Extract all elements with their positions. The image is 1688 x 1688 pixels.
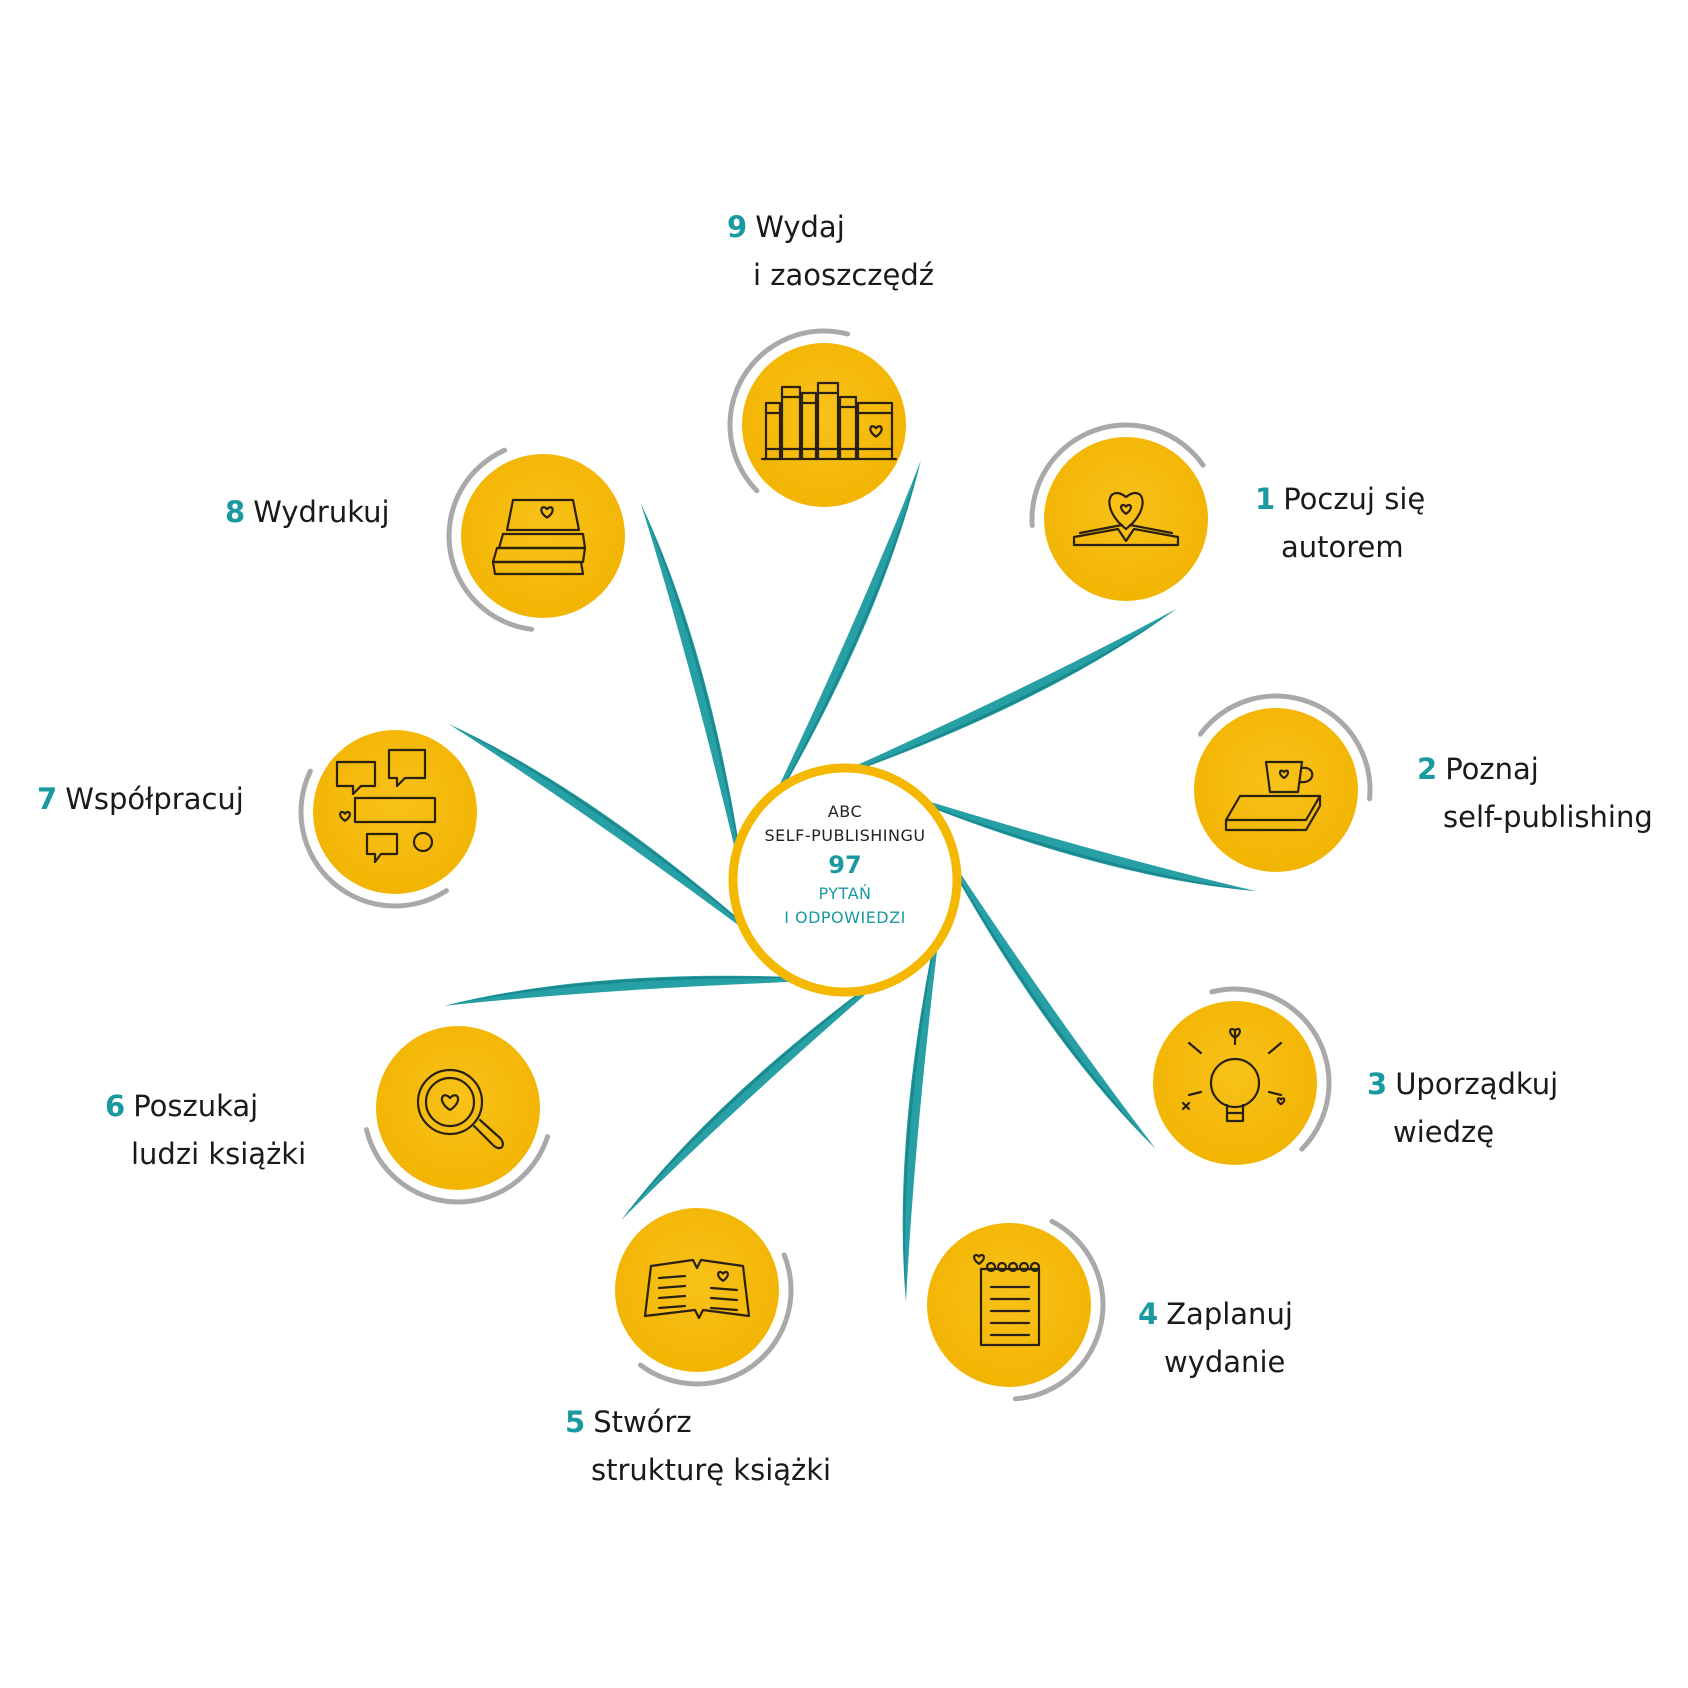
- node-yellow-disc: [615, 1208, 779, 1372]
- step-node-8: [446, 447, 629, 632]
- step-number: 7: [37, 782, 58, 816]
- center-title: ABC SELF-PUBLISHINGU 97 PYTAŃ I ODPOWIED…: [735, 800, 955, 930]
- book-stack-icon: [491, 498, 587, 576]
- spiral-arm-shade-8: [640, 503, 749, 905]
- step-title: Uporządkuj: [1395, 1067, 1559, 1101]
- step-title: Poznaj: [1445, 752, 1539, 786]
- step-node-9: [727, 328, 910, 511]
- node-yellow-disc: [461, 454, 625, 618]
- node-shadow-ring: [446, 447, 535, 632]
- step-subtitle: strukturę książki: [591, 1453, 832, 1487]
- step-subtitle: ludzi książki: [131, 1137, 307, 1171]
- open-book-heart-icon: [1072, 491, 1180, 547]
- node-shadow-ring: [637, 1252, 794, 1387]
- node-shadow-ring: [1197, 693, 1373, 802]
- node-shadow-ring: [1012, 1218, 1106, 1402]
- spiral-arm-shade-6: [444, 976, 852, 1006]
- lightbulb-icon: [1181, 1027, 1286, 1123]
- book-draft-icon: [643, 1258, 751, 1320]
- step-number: 8: [225, 495, 246, 529]
- node-shadow-ring: [1029, 422, 1206, 528]
- spiral-arms: [444, 460, 1257, 1302]
- step-number: 9: [727, 210, 748, 244]
- step-node-7: [298, 726, 481, 909]
- step-title: Zaplanuj: [1166, 1297, 1293, 1331]
- step-title: Współpracuj: [65, 782, 244, 816]
- node-shadow-ring: [364, 1127, 551, 1205]
- node-yellow-disc: [376, 1026, 540, 1190]
- step-title: Wydaj: [755, 210, 845, 244]
- step-node-5: [611, 1204, 794, 1387]
- node-yellow-disc: [1194, 708, 1358, 872]
- step-subtitle: i zaoszczędź: [753, 258, 934, 292]
- node-yellow-disc: [742, 343, 906, 507]
- node-yellow-disc: [927, 1223, 1091, 1387]
- step-number: 6: [105, 1089, 126, 1123]
- step-title: Poszukaj: [133, 1089, 259, 1123]
- step-number: 1: [1255, 482, 1276, 516]
- step-subtitle: self-publishing: [1443, 800, 1653, 834]
- node-yellow-disc: [1044, 437, 1208, 601]
- step-node-6: [364, 1022, 551, 1205]
- step-number: 5: [565, 1405, 586, 1439]
- step-number: 2: [1417, 752, 1438, 786]
- node-shadow-ring: [298, 768, 449, 909]
- step-number: 3: [1367, 1067, 1388, 1101]
- step-title: Wydrukuj: [253, 495, 390, 529]
- bookshelf-icon: [760, 381, 898, 461]
- step-node-4: [923, 1218, 1106, 1402]
- step-node-1: [1029, 422, 1212, 605]
- node-shadow-ring: [727, 328, 851, 494]
- speech-bubbles-icon: [335, 748, 437, 864]
- center-line-abc: ABC: [827, 802, 863, 821]
- center-line-self-publishing: SELF-PUBLISHINGU: [764, 826, 926, 845]
- node-shadow-ring: [1209, 986, 1332, 1152]
- step-subtitle: autorem: [1281, 530, 1404, 564]
- step-nodes: [298, 328, 1373, 1402]
- center-line-questions: PYTAŃ: [818, 884, 872, 903]
- center-ring: [728, 763, 962, 997]
- center-number: 97: [828, 851, 862, 879]
- node-yellow-disc: [313, 730, 477, 894]
- spiral-arm-6: [444, 975, 852, 1006]
- step-title: Stwórz: [593, 1405, 692, 1439]
- step-subtitle: wiedzę: [1393, 1115, 1495, 1149]
- step-title: Poczuj się: [1283, 482, 1426, 516]
- magnifier-heart-icon: [416, 1068, 504, 1150]
- node-yellow-disc: [1153, 1001, 1317, 1165]
- center-hub: [728, 763, 962, 997]
- spiral-arm-shade-4: [903, 890, 945, 1302]
- book-cup-icon: [1224, 760, 1322, 832]
- step-subtitle: wydanie: [1164, 1345, 1286, 1379]
- spiral-arm-8: [640, 503, 749, 905]
- step-node-2: [1190, 693, 1373, 876]
- center-line-answers: I ODPOWIEDZI: [784, 908, 906, 927]
- notepad-icon: [973, 1253, 1041, 1347]
- step-node-3: [1149, 986, 1332, 1169]
- step-number: 4: [1138, 1297, 1159, 1331]
